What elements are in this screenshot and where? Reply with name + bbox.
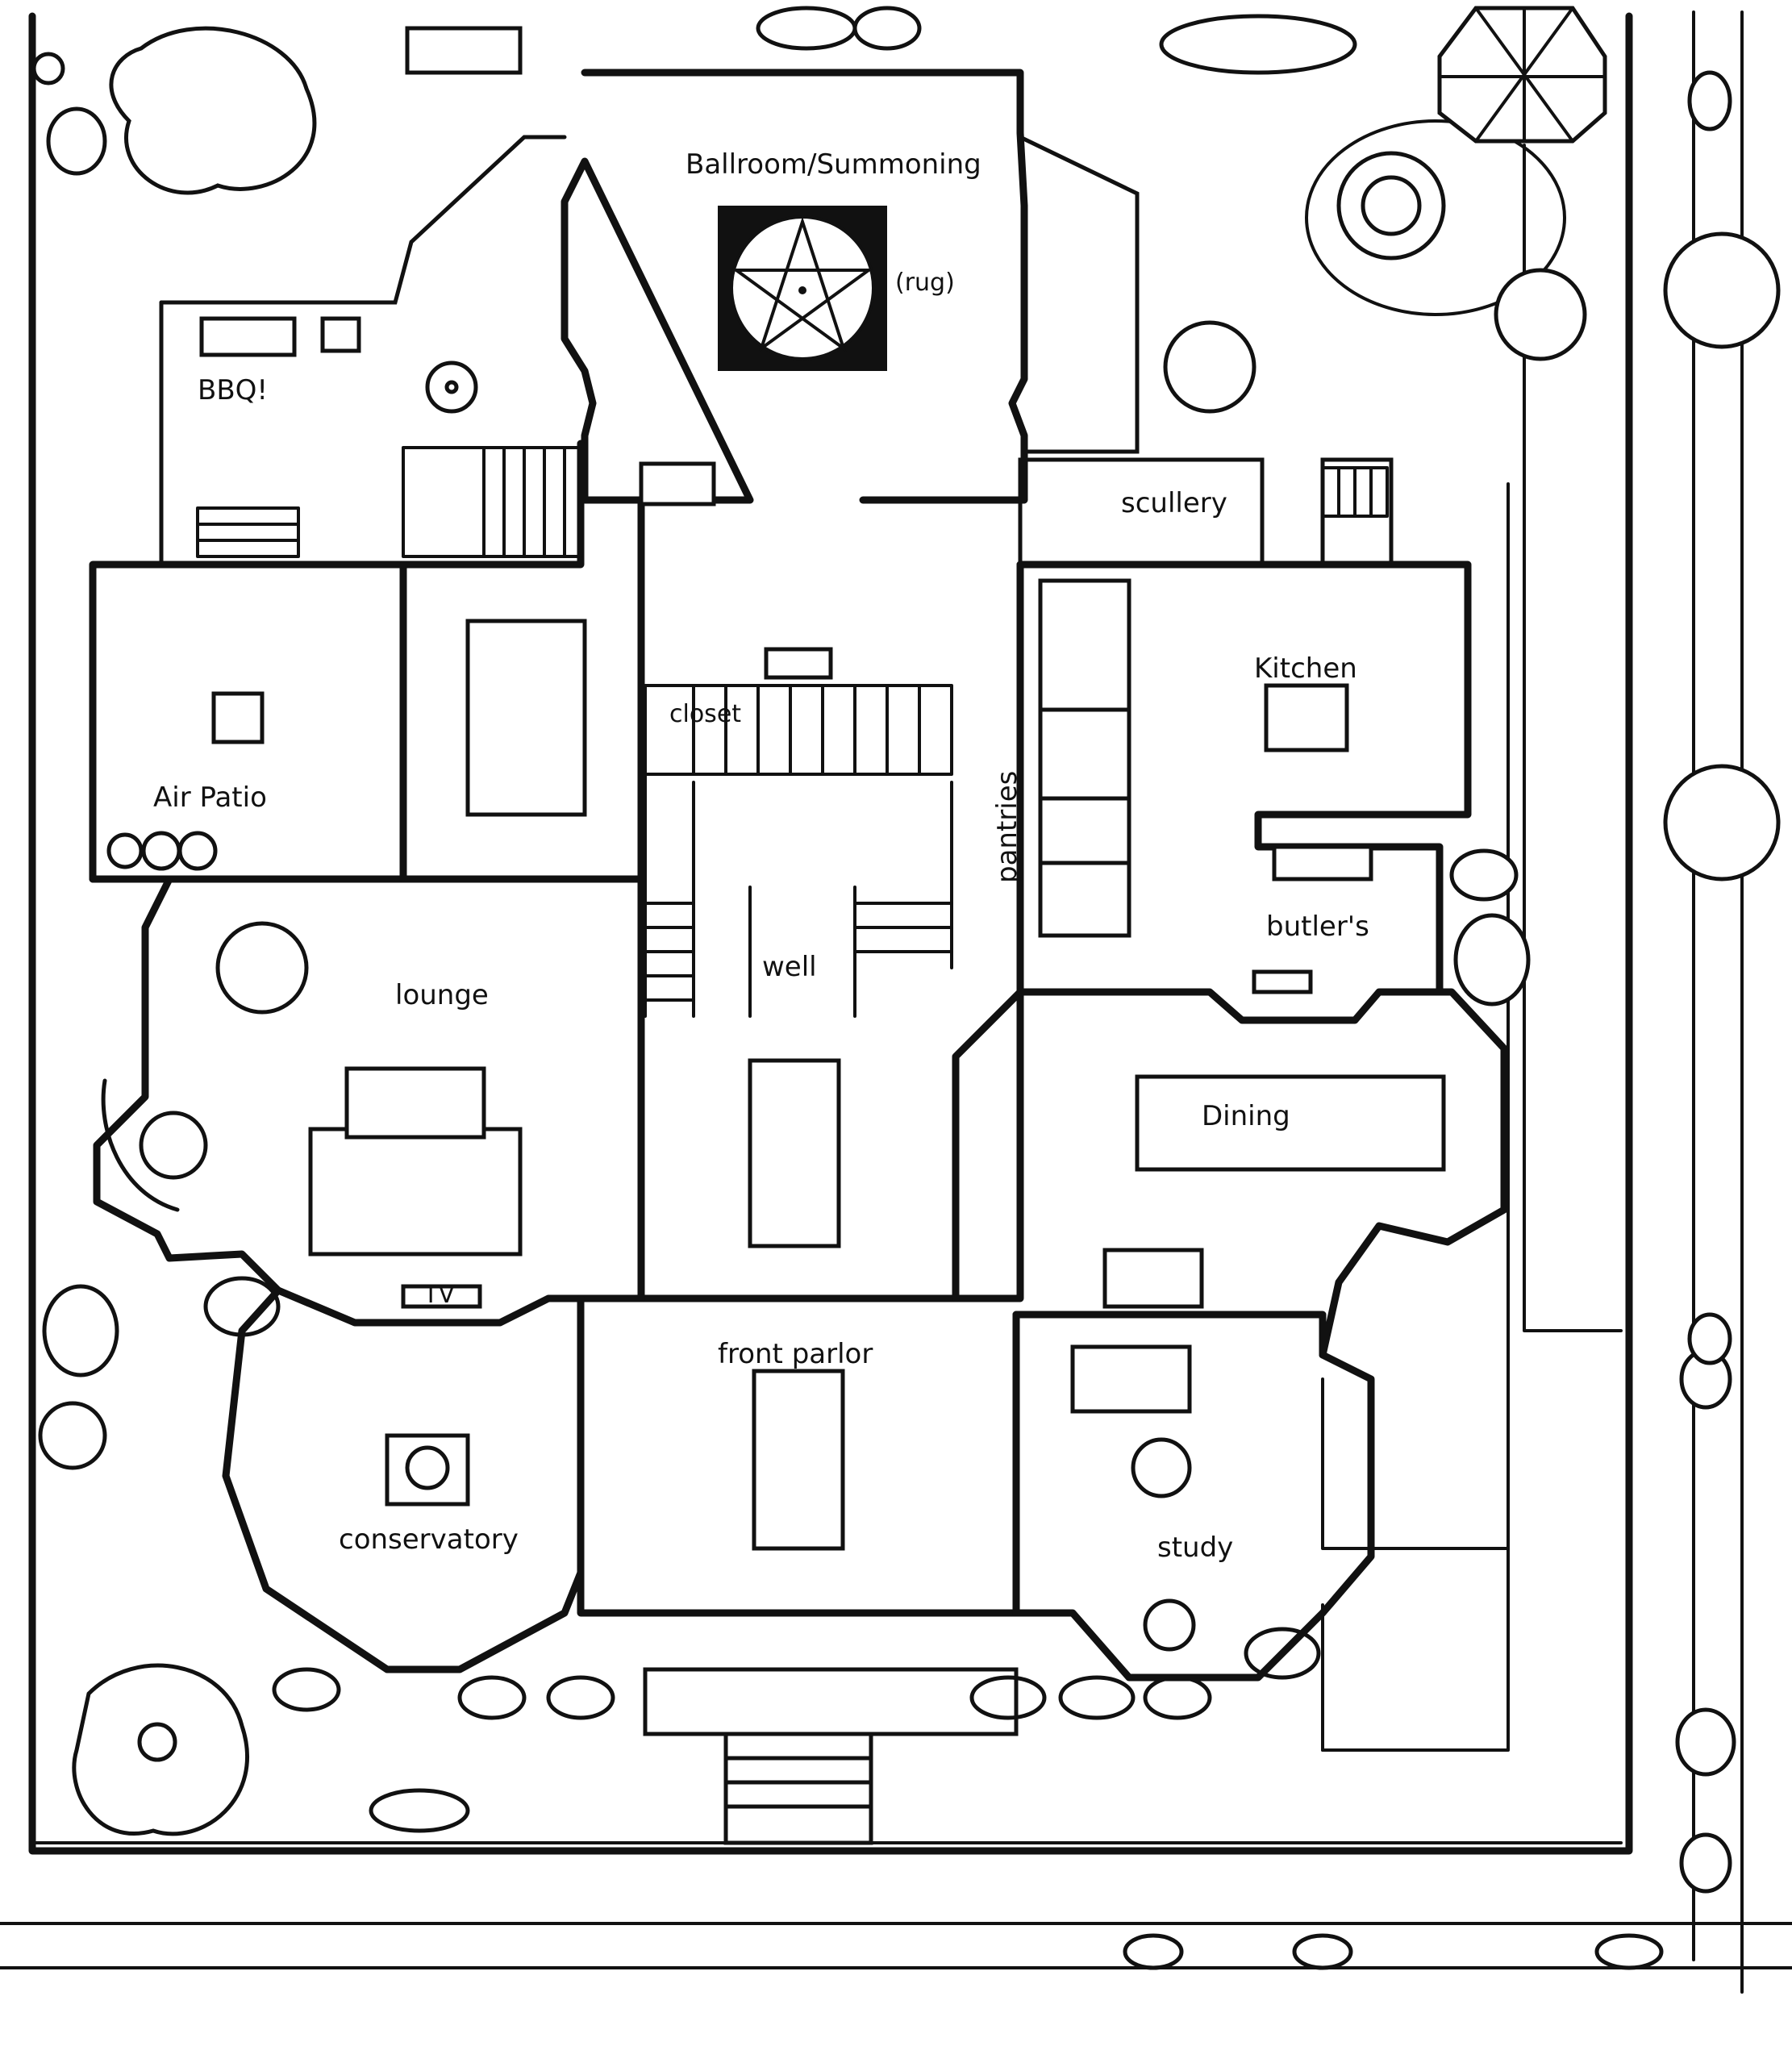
label-rug: (rug) <box>895 269 955 297</box>
label-pantries: pantries <box>991 771 1023 883</box>
label-well: well <box>762 951 817 983</box>
label-kitchen: Kitchen <box>1254 652 1357 685</box>
room-labels: Ballroom/Summoning (rug) BBQ! Air Patio … <box>153 148 1369 1564</box>
label-lounge: lounge <box>395 979 489 1011</box>
label-air-patio: Air Patio <box>153 781 267 814</box>
label-dining: Dining <box>1202 1100 1290 1132</box>
fountain <box>1336 151 1446 260</box>
label-closet: closet <box>669 700 741 728</box>
tree-icon <box>72 26 1781 1836</box>
label-tv: TV <box>423 1281 455 1309</box>
gazebo <box>1437 6 1607 144</box>
label-scullery: scullery <box>1121 487 1227 519</box>
label-ballroom: Ballroom/Summoning <box>686 148 981 181</box>
furniture <box>106 26 1446 1652</box>
label-study: study <box>1157 1532 1233 1564</box>
garden-path <box>1305 119 1623 1752</box>
stairs-icon <box>196 446 1389 1018</box>
label-front-parlor: front parlor <box>718 1338 873 1370</box>
pentagram-icon <box>718 206 887 371</box>
label-butlers: butler's <box>1266 911 1369 943</box>
label-conservatory: conservatory <box>339 1523 519 1556</box>
label-bbq: BBQ! <box>198 374 268 406</box>
bush-icon <box>31 6 1736 1970</box>
